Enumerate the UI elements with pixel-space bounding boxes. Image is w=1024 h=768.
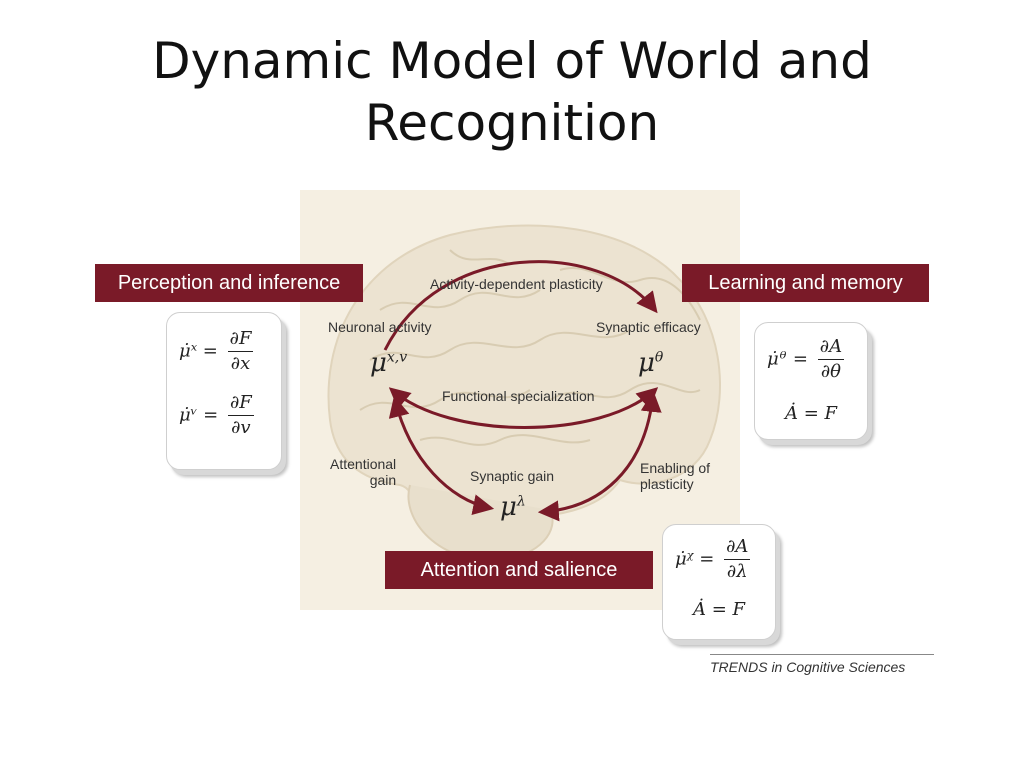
- label-enabling-plasticity: Enabling of plasticity: [640, 460, 711, 492]
- brain-illustration: [327, 224, 721, 562]
- brain-diagram-panel: Activity-dependent plasticity Neuronal a…: [300, 190, 740, 610]
- learning-equations-card: μ̇ᶿ = ∂A∂θ Ȧ = F: [754, 322, 868, 440]
- slide-title: Dynamic Model of World and Recognition: [152, 32, 872, 152]
- perception-equation-1: μ̇ˣ = ∂F∂x: [179, 328, 254, 374]
- learning-equation-2: Ȧ = F: [785, 403, 838, 424]
- source-credit: TRENDS in Cognitive Sciences: [710, 654, 934, 675]
- symbol-mu-xv: μx,v: [370, 348, 408, 378]
- label-attentional-gain: Attentional gain: [330, 456, 397, 488]
- arrow-attentional-gain: [388, 395, 495, 515]
- perception-inference-label: Perception and inference: [95, 264, 363, 302]
- label-neuronal-activity: Neuronal activity: [328, 319, 432, 335]
- label-functional-specialization: Functional specialization: [442, 388, 595, 404]
- symbol-mu-lambda: μλ: [500, 492, 526, 522]
- attention-salience-label: Attention and salience: [385, 551, 653, 589]
- perception-equations-card: μ̇ˣ = ∂F∂x μ̇ᵛ = ∂F∂v: [166, 312, 282, 470]
- attention-equation-2: Ȧ = F: [693, 599, 746, 620]
- label-synaptic-efficacy: Synaptic efficacy: [596, 319, 701, 335]
- arrow-enabling-plasticity: [537, 390, 662, 522]
- learning-memory-label: Learning and memory: [682, 264, 929, 302]
- label-synaptic-gain: Synaptic gain: [470, 468, 555, 484]
- attention-equations-card: μ̇ᵡ = ∂A∂λ Ȧ = F: [662, 524, 776, 640]
- symbol-mu-theta: μθ: [638, 348, 664, 378]
- label-activity-dependent-plasticity: Activity-dependent plasticity: [430, 276, 603, 292]
- arrow-activity-dependent-plasticity: [383, 260, 658, 351]
- learning-equation-1: μ̇ᶿ = ∂A∂θ: [767, 336, 845, 382]
- attention-equation-1: μ̇ᵡ = ∂A∂λ: [675, 536, 751, 582]
- perception-equation-2: μ̇ᵛ = ∂F∂v: [179, 392, 254, 438]
